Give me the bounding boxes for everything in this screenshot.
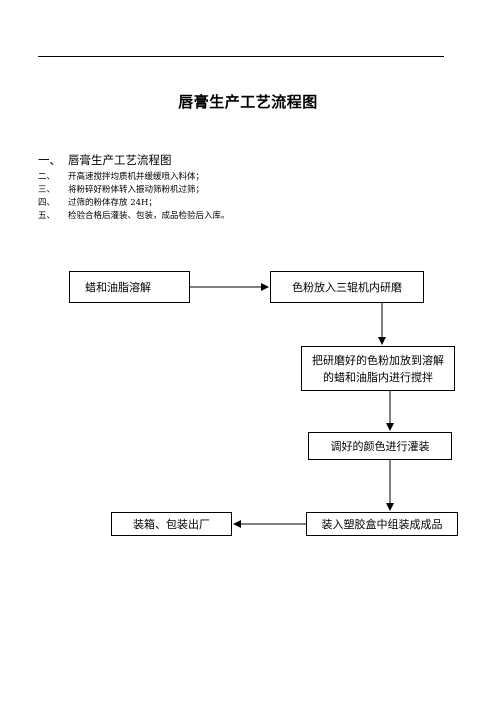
flow-box-pack: 装箱、包装出厂 — [111, 512, 232, 536]
flow-box-label: 装箱、包装出厂 — [133, 517, 210, 531]
flow-box-label: 蜡和油脂溶解 — [85, 280, 151, 294]
step-text: 开高速搅拌均质机并缓缓喷入料体； — [68, 172, 205, 182]
flow-box-label: 装入塑胶盒中组装成成品 — [321, 517, 443, 531]
header-rule — [38, 56, 444, 57]
step-text: 将粉碎好粉体转入振动筛粉机过筛； — [68, 185, 205, 195]
flow-box-label: 调好的颜色进行灌装 — [330, 439, 430, 453]
flow-box-mix: 把研磨好的色粉加放到溶解的蜡和油脂内进行搅拌 — [301, 346, 455, 391]
flow-box-fill: 调好的颜色进行灌装 — [308, 432, 452, 460]
flow-box-label: 把研磨好的色粉加放到溶解的蜡和油脂内进行搅拌 — [312, 353, 444, 384]
flow-box-assemble: 装入塑胶盒中组装成成品 — [306, 512, 458, 536]
step-text: 检验合格后灌装、包装，成品检验后入库。 — [68, 211, 230, 221]
step-number: 二、 — [38, 172, 56, 182]
step-number: 一、 — [38, 153, 61, 167]
step-number: 四、 — [38, 198, 56, 208]
step-text: 唇膏生产工艺流程图 — [68, 153, 172, 167]
step-text: 过筛的粉体存放 24H； — [68, 198, 157, 208]
flow-box-melt: 蜡和油脂溶解 — [69, 271, 190, 303]
flow-box-grind: 色粉放入三辊机内研磨 — [270, 271, 424, 303]
step-number: 三、 — [38, 185, 56, 195]
document-title: 唇膏生产工艺流程图 — [178, 93, 318, 111]
step-number: 五、 — [38, 211, 56, 221]
flow-box-label: 色粉放入三辊机内研磨 — [292, 280, 402, 294]
